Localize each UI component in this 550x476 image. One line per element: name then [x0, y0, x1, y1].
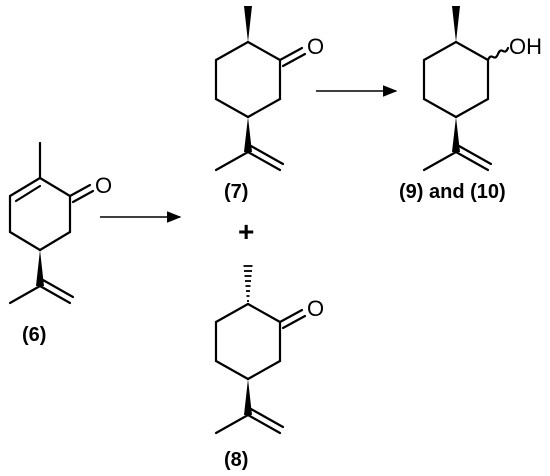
plus-sign: + — [238, 216, 254, 247]
compound-8-methyl-hash-bond — [243, 265, 253, 302]
compound-8: O (8) — [214, 265, 324, 471]
compound-6-oxygen: O — [95, 173, 112, 198]
compound-7-isopropenyl-wedge — [244, 117, 252, 152]
compound-9-10-hydroxyl: OH — [509, 34, 542, 59]
compound-9-10: OH (9) and (10) — [399, 6, 542, 203]
compound-8-oxygen: O — [307, 296, 324, 321]
compound-6-wedge-bond — [36, 250, 44, 286]
compound-7: O (7) — [214, 6, 324, 203]
compound-7-methyl-wedge — [244, 6, 252, 42]
compound-8-isopropenyl-wedge — [244, 379, 252, 415]
compound-8-skeleton — [214, 302, 307, 435]
compound-6-skeleton — [8, 141, 95, 305]
compound-7-label: (7) — [224, 181, 248, 203]
compound-9-10-skeleton — [422, 40, 493, 172]
compound-9-10-wavy-bond — [486, 46, 510, 62]
compound-9-10-isopropenyl-wedge — [452, 117, 460, 152]
compound-6: O (6) — [8, 141, 112, 346]
compound-9-10-methyl-wedge — [452, 6, 460, 42]
compound-8-label: (8) — [224, 449, 248, 471]
compound-7-skeleton — [214, 40, 307, 172]
compound-7-oxygen: O — [307, 34, 324, 59]
compound-9-10-label: (9) and (10) — [399, 181, 506, 203]
compound-6-label: (6) — [22, 324, 46, 346]
